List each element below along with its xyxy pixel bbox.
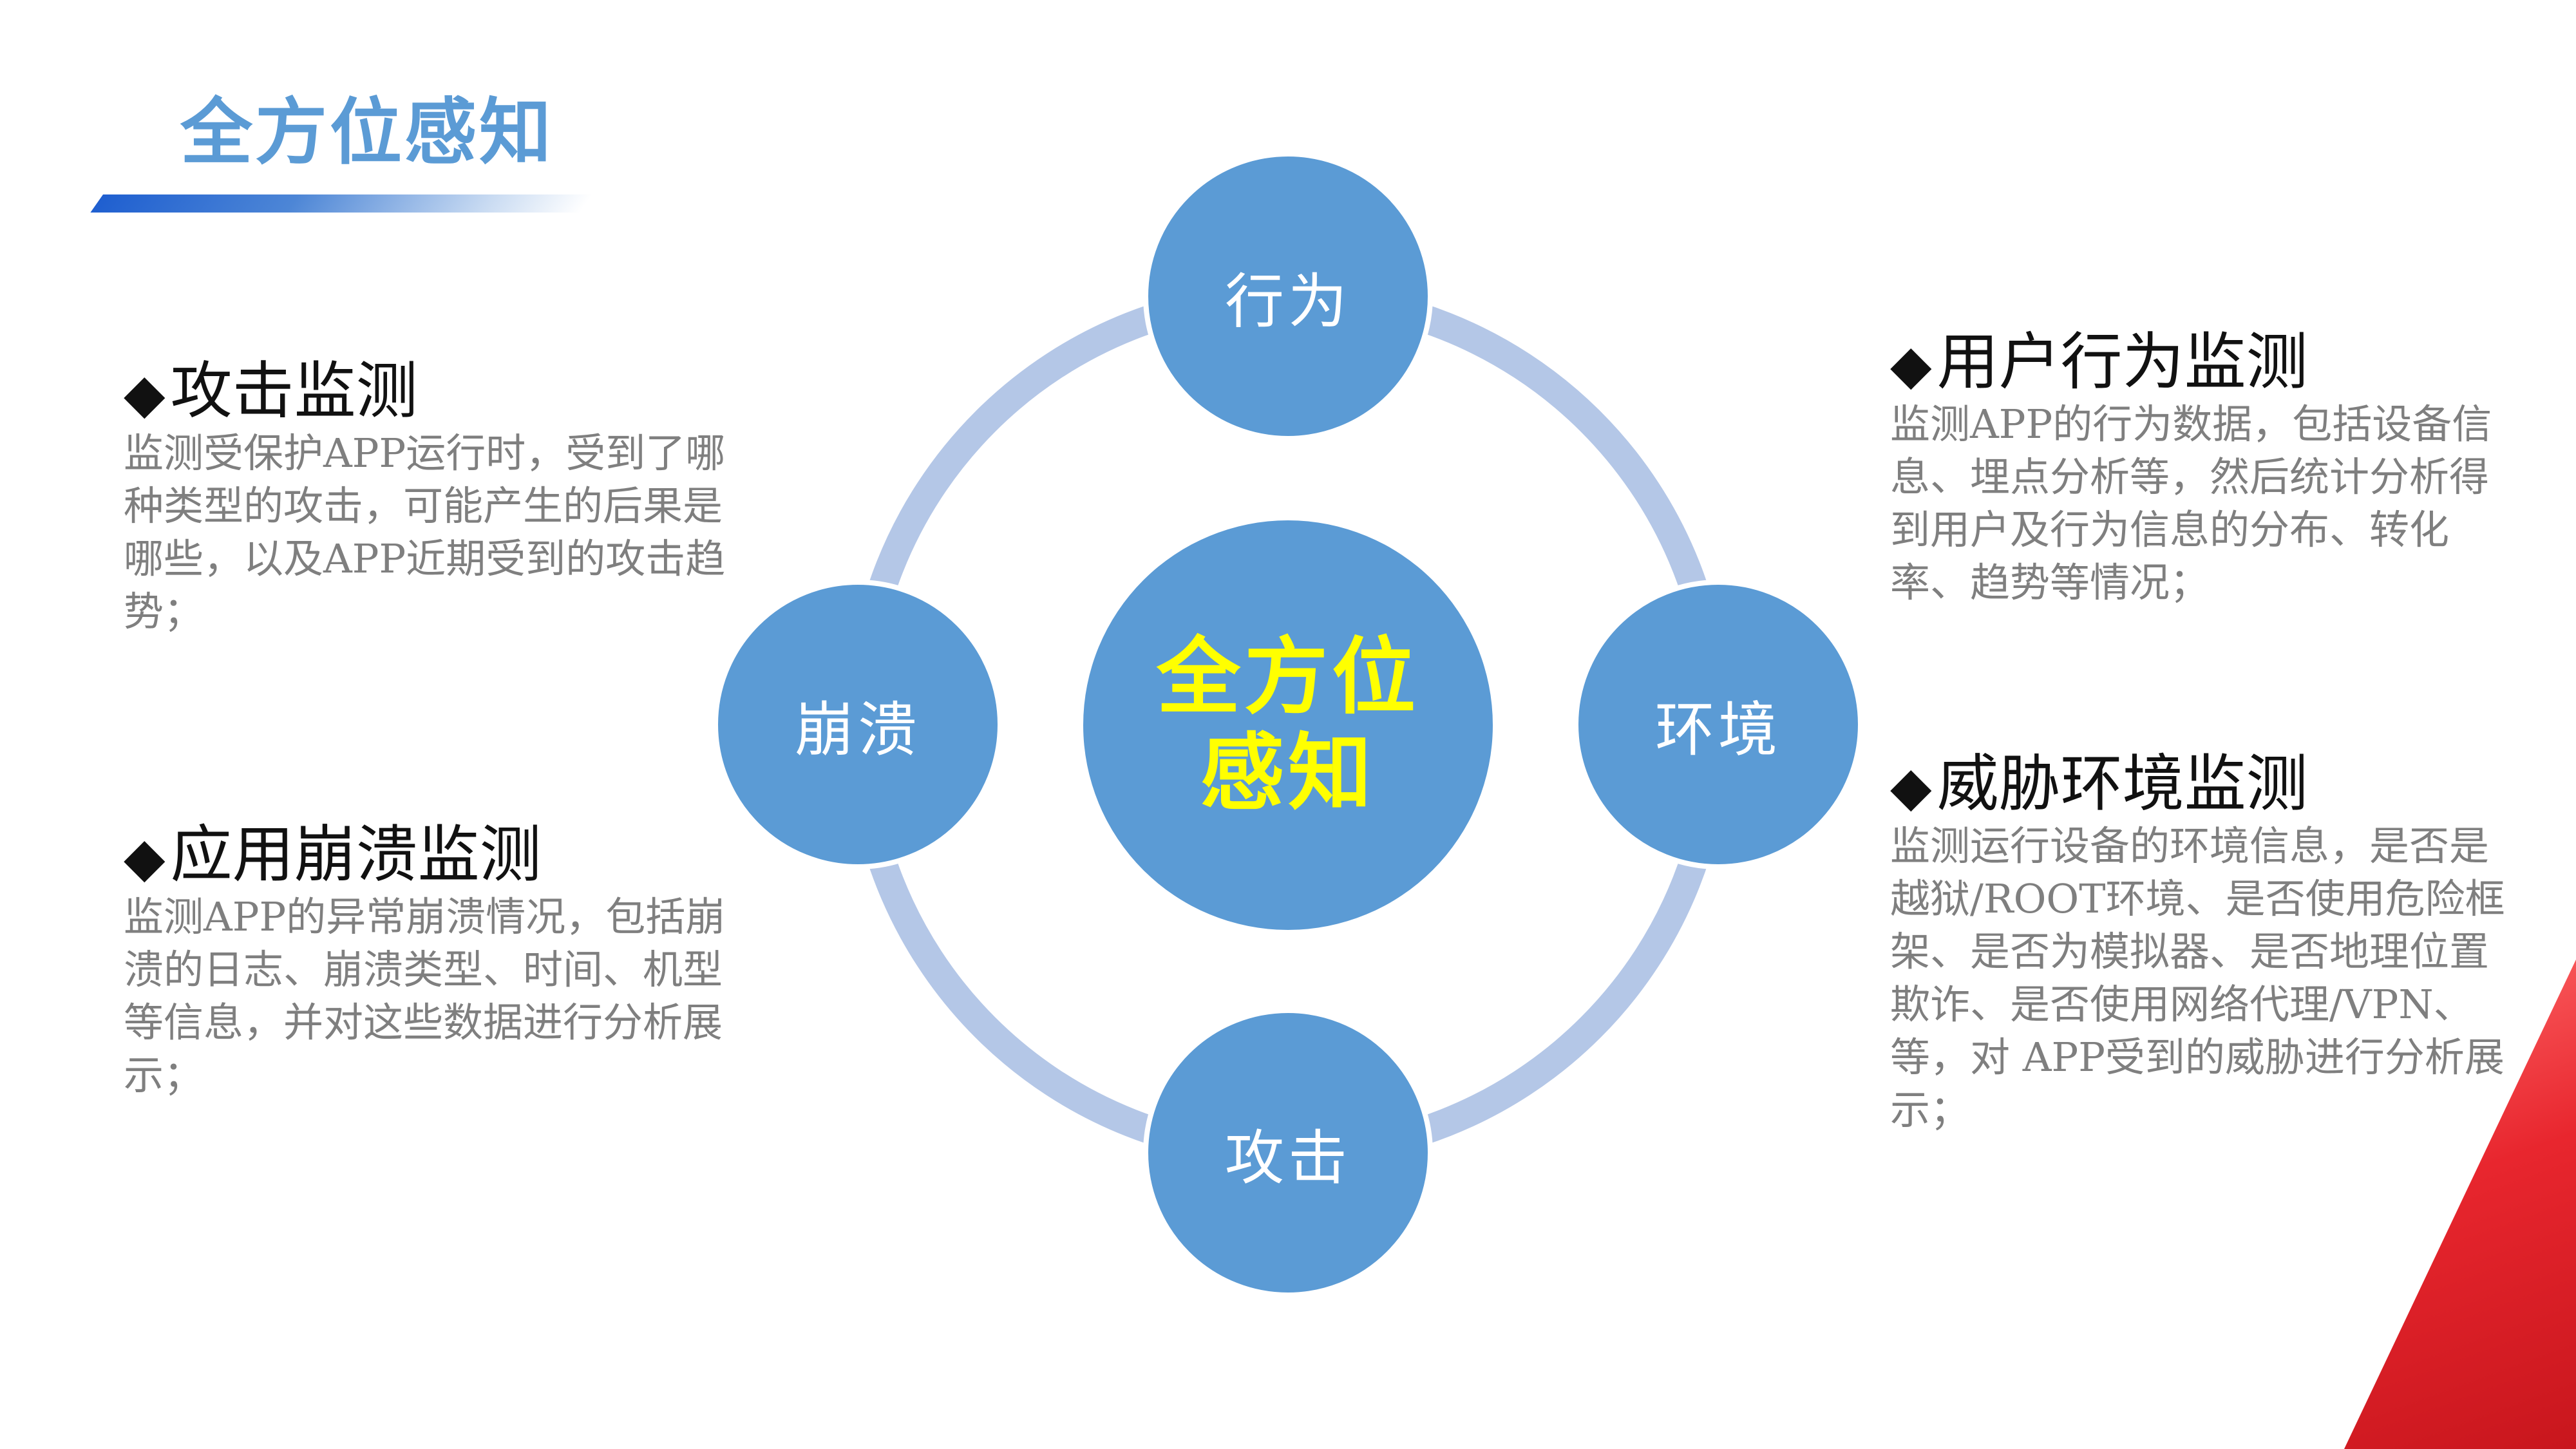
page-title: 全方位感知 bbox=[180, 91, 554, 175]
block-heading-text: 攻击监测 bbox=[170, 355, 418, 427]
node-attack: 攻击 bbox=[1143, 1008, 1433, 1298]
block-heading: ◆威胁环境监测 bbox=[1890, 750, 2508, 819]
block-heading-text: 用户行为监测 bbox=[1937, 326, 2308, 398]
block-threat-monitoring: ◆威胁环境监测 监测运行设备的环境信息，是否是越狱/ROOT环境、是否使用危险框… bbox=[1890, 750, 2508, 1137]
node-crash: 崩溃 bbox=[713, 580, 1003, 869]
block-crash-monitoring: ◆应用崩溃监测 监测APP的异常崩溃情况，包括崩溃的日志、崩溃类型、时间、机型等… bbox=[124, 819, 742, 1102]
block-body: 监测运行设备的环境信息，是否是越狱/ROOT环境、是否使用危险框架、是否为模拟器… bbox=[1890, 822, 2505, 1133]
block-body: 监测APP的异常崩溃情况，包括崩溃的日志、崩溃类型、时间、机型等信息，并对这些数… bbox=[124, 893, 726, 1099]
diamond-bullet-icon: ◆ bbox=[1890, 755, 1932, 818]
node-behavior: 行为 bbox=[1143, 151, 1433, 441]
block-heading: ◆用户行为监测 bbox=[1890, 328, 2508, 397]
block-heading: ◆攻击监测 bbox=[124, 357, 742, 426]
node-environment: 环境 bbox=[1573, 580, 1863, 869]
diamond-bullet-icon: ◆ bbox=[124, 826, 166, 889]
diamond-bullet-icon: ◆ bbox=[1890, 333, 1932, 396]
node-environment-label: 环境 bbox=[1654, 695, 1781, 764]
node-crash-label: 崩溃 bbox=[794, 695, 921, 764]
block-body: 监测受保护APP运行时，受到了哪种类型的攻击，可能产生的后果是哪些，以及APP近… bbox=[124, 429, 726, 635]
block-heading: ◆应用崩溃监测 bbox=[124, 819, 742, 891]
node-attack-label: 攻击 bbox=[1224, 1123, 1351, 1193]
node-center: 全方位 感知 bbox=[1083, 520, 1493, 930]
center-label-line2: 感知 bbox=[1200, 724, 1376, 822]
diamond-bullet-icon: ◆ bbox=[124, 362, 166, 425]
block-body: 监测APP的行为数据，包括设备信息、埋点分析等，然后统计分析得到用户及行为信息的… bbox=[1890, 400, 2492, 606]
block-behavior-monitoring: ◆用户行为监测 监测APP的行为数据，包括设备信息、埋点分析等，然后统计分析得到… bbox=[1890, 328, 2508, 609]
block-heading-text: 应用崩溃监测 bbox=[170, 819, 542, 891]
block-attack-monitoring: ◆攻击监测 监测受保护APP运行时，受到了哪种类型的攻击，可能产生的后果是哪些，… bbox=[124, 357, 742, 638]
node-behavior-label: 行为 bbox=[1224, 267, 1351, 336]
center-label-line1: 全方位 bbox=[1156, 627, 1419, 726]
block-heading-text: 威胁环境监测 bbox=[1937, 748, 2308, 820]
